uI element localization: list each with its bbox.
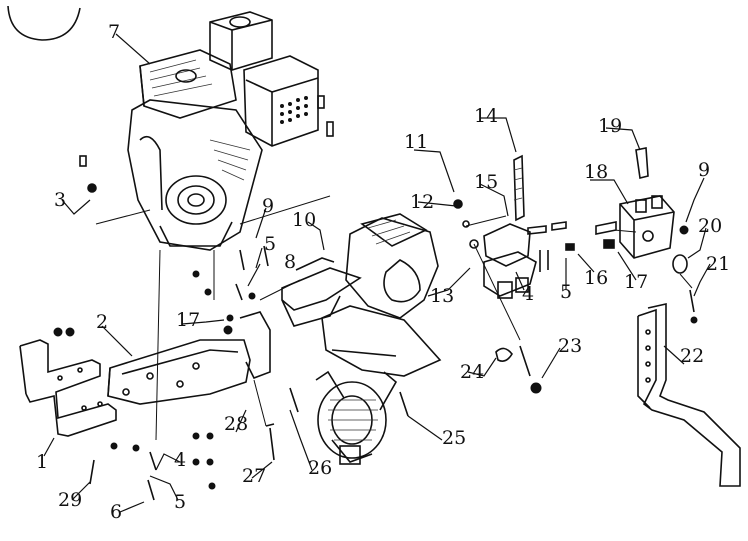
callout-21: 21 xyxy=(706,253,730,275)
circle-logo-fragment xyxy=(7,5,81,41)
callout-27: 27 xyxy=(242,465,266,487)
leader-lines xyxy=(43,33,711,513)
callout-6: 6 xyxy=(110,501,122,523)
callout-9-right: 9 xyxy=(698,159,710,181)
bolt-23-24 xyxy=(495,345,542,394)
bracket-part-18 xyxy=(619,147,698,324)
callout-24: 24 xyxy=(460,361,484,383)
callout-16: 16 xyxy=(584,267,608,289)
nut-cluster xyxy=(53,270,256,490)
callout-10: 10 xyxy=(292,209,316,231)
handle-bar-22 xyxy=(637,303,741,487)
callout-9-left: 9 xyxy=(262,195,274,217)
callout-15: 15 xyxy=(474,171,498,193)
callout-23: 23 xyxy=(558,335,582,357)
callout-7: 7 xyxy=(108,21,120,43)
callout-26: 26 xyxy=(308,457,332,479)
callout-11: 11 xyxy=(404,131,428,153)
callout-1: 1 xyxy=(36,451,48,473)
callout-4-lower: 4 xyxy=(174,449,186,471)
callout-2: 2 xyxy=(96,311,108,333)
callout-18: 18 xyxy=(584,161,608,183)
callout-3: 3 xyxy=(54,189,66,211)
bracket-part-1 xyxy=(19,339,117,437)
long-bolts xyxy=(89,245,409,501)
callout-20: 20 xyxy=(698,215,722,237)
callout-12: 12 xyxy=(410,191,434,213)
callout-22: 22 xyxy=(680,345,704,367)
callout-14: 14 xyxy=(474,105,498,127)
callout-17-left: 17 xyxy=(176,309,200,331)
callout-29: 29 xyxy=(58,489,82,511)
callout-4-upper: 4 xyxy=(522,283,534,305)
callout-5-mid: 5 xyxy=(560,281,572,303)
gearbox-part-10 xyxy=(281,213,442,465)
assembly-lines xyxy=(95,195,693,441)
callout-28: 28 xyxy=(224,413,248,435)
frame-part-2 xyxy=(107,311,271,405)
callout-5-lower: 5 xyxy=(174,491,186,513)
callout-19: 19 xyxy=(598,115,622,137)
engine-bolts xyxy=(79,95,334,193)
callout-8: 8 xyxy=(284,251,296,273)
engine-part-7 xyxy=(127,11,319,251)
callout-5-upper: 5 xyxy=(264,233,276,255)
callout-13: 13 xyxy=(430,285,454,307)
bolt-set xyxy=(453,199,617,272)
clamp-assembly-15 xyxy=(483,154,537,299)
callout-17-right: 17 xyxy=(624,271,648,293)
callout-25: 25 xyxy=(442,427,466,449)
